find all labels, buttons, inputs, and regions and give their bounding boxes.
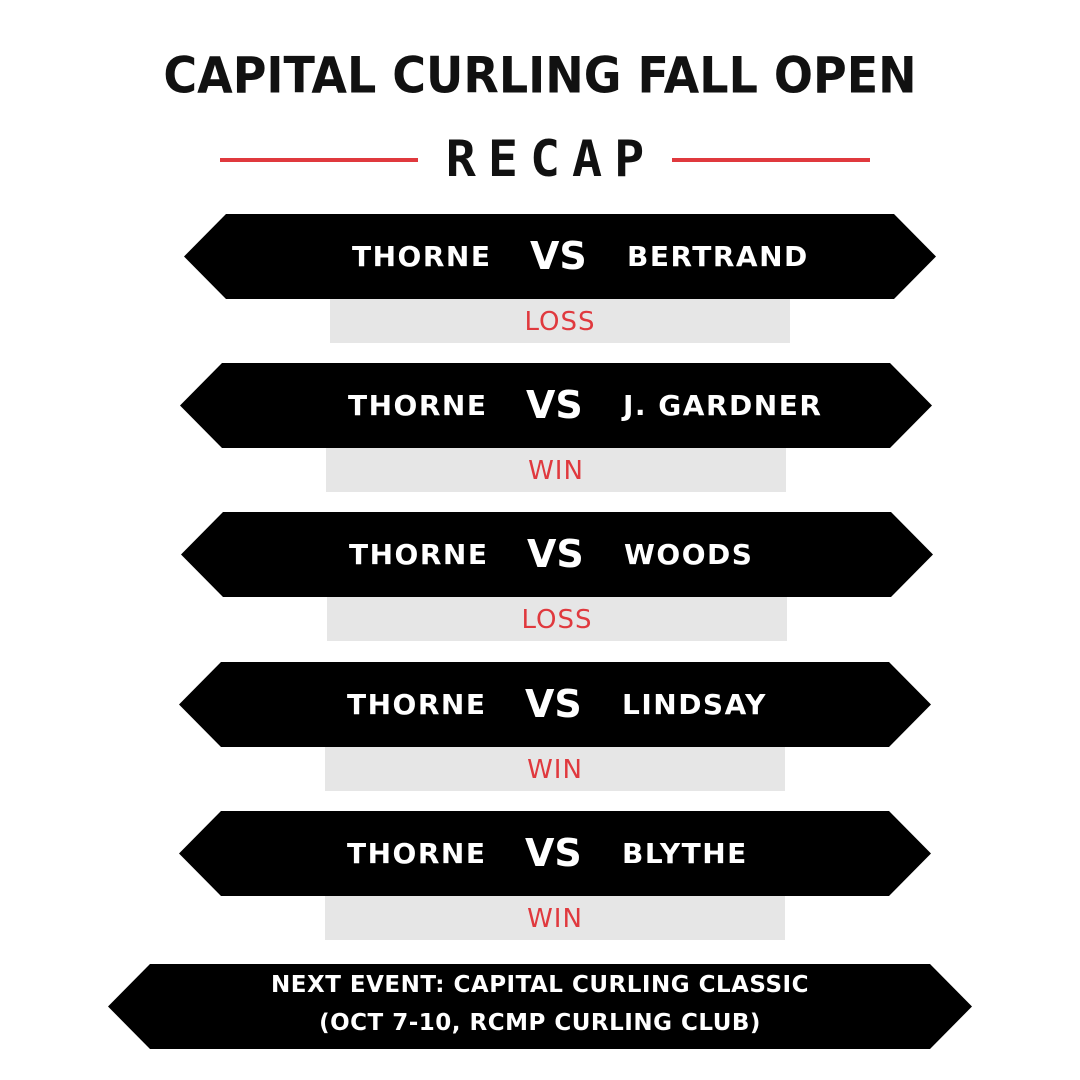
match-banner: THORNE VS LINDSAY: [179, 662, 931, 747]
match-banner: THORNE VS BERTRAND: [184, 214, 936, 299]
next-event-banner: NEXT EVENT: CAPITAL CURLING CLASSIC (OCT…: [108, 964, 972, 1049]
recap-label: RECAP: [445, 130, 657, 188]
team-name: THORNE: [349, 538, 489, 571]
match-banner: THORNE VS BLYTHE: [179, 811, 931, 896]
match-result: WIN: [325, 747, 785, 791]
match-banner: THORNE VS WOODS: [181, 512, 933, 597]
vs-label: VS: [527, 532, 584, 576]
team-name: THORNE: [348, 389, 488, 422]
match-banner: THORNE VS J. GARDNER: [180, 363, 932, 448]
match-result: WIN: [325, 896, 785, 940]
next-event-details: (OCT 7-10, RCMP CURLING CLUB): [319, 1010, 761, 1036]
opponent-name: BLYTHE: [622, 837, 748, 870]
vs-label: VS: [526, 383, 583, 427]
page-title: CAPITAL CURLING FALL OPEN: [163, 45, 917, 105]
vs-label: VS: [525, 682, 582, 726]
team-name: THORNE: [347, 688, 487, 721]
opponent-name: BERTRAND: [627, 240, 809, 273]
match-result: LOSS: [330, 299, 790, 343]
recap-divider-right: [672, 158, 870, 162]
recap-heading: RECAP: [0, 128, 1080, 198]
vs-label: VS: [525, 831, 582, 875]
opponent-name: LINDSAY: [622, 688, 767, 721]
match-result: LOSS: [327, 597, 787, 641]
vs-label: VS: [530, 234, 587, 278]
team-name: THORNE: [347, 837, 487, 870]
opponent-name: J. GARDNER: [623, 389, 823, 422]
opponent-name: WOODS: [624, 538, 754, 571]
next-event-title: NEXT EVENT: CAPITAL CURLING CLASSIC: [271, 972, 809, 998]
team-name: THORNE: [352, 240, 492, 273]
recap-divider-left: [220, 158, 418, 162]
match-result: WIN: [326, 448, 786, 492]
